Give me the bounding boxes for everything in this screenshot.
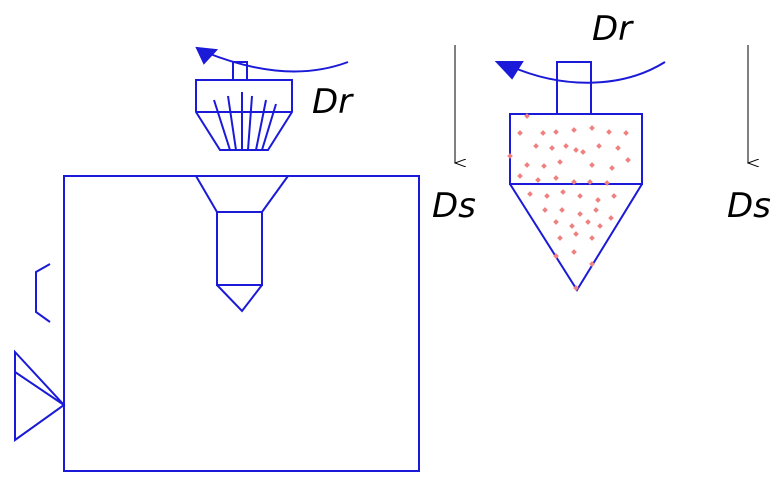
drill-point (216, 284, 263, 313)
cutting-dot (577, 193, 583, 199)
cutting-dot (587, 179, 593, 185)
cutting-dot (553, 129, 559, 135)
tool-cone-right (509, 183, 643, 292)
cutting-dot (541, 163, 547, 169)
cutting-dot (589, 235, 595, 241)
label-rotation-left: Dr (312, 82, 354, 122)
cutting-dot (533, 143, 539, 149)
cutting-dot (553, 219, 559, 225)
cutting-dot (544, 193, 550, 199)
cutting-dot (553, 253, 559, 259)
label-rotation-right: Dr (592, 9, 634, 49)
tool-body-left (195, 79, 293, 151)
cutting-dot (580, 149, 586, 155)
cutting-dot (542, 207, 548, 213)
cutting-dot (571, 249, 577, 255)
cutting-dot (540, 130, 546, 136)
cutting-dot (585, 219, 591, 225)
cutting-dot (625, 157, 631, 163)
cutting-dot (608, 215, 614, 221)
feed-arrows (455, 45, 748, 163)
rotation-arrow-right (509, 61, 666, 84)
tool-body-right (509, 113, 643, 185)
cutting-dot (560, 189, 566, 195)
cutting-dot (507, 153, 513, 159)
cutting-dot (571, 127, 577, 133)
cutting-dot (571, 179, 577, 185)
cutting-dot (573, 285, 579, 291)
cutting-dot (557, 235, 563, 241)
support-triangle (14, 349, 66, 442)
label-feed-left: Ds (432, 186, 476, 226)
cutting-dot (517, 173, 523, 179)
countersink-cone (195, 175, 289, 213)
left-assembly (14, 46, 420, 472)
cutting-dot (573, 147, 579, 153)
cutting-dot (589, 162, 595, 168)
rotation-arrow-left (204, 51, 349, 73)
cutting-dot (524, 162, 530, 168)
arrowhead-right (494, 61, 524, 80)
cutting-dot (535, 177, 541, 183)
cutting-dot (569, 223, 575, 229)
right-assembly (494, 61, 666, 292)
cutting-dot (577, 211, 583, 217)
cutting-dot (557, 159, 563, 165)
cutting-dot (573, 231, 579, 237)
cutting-dot (549, 145, 555, 151)
cutting-dot (595, 197, 601, 203)
cutting-dot (593, 207, 599, 213)
cutting-dot (604, 180, 610, 186)
cutting-dot (597, 223, 603, 229)
cutting-dot (596, 143, 602, 149)
cutting-dot (589, 125, 595, 131)
cutting-dot (611, 193, 617, 199)
cutting-dot (623, 130, 629, 136)
cutting-dot (563, 143, 569, 149)
label-feed-right: Ds (727, 186, 771, 226)
tool-flutes-left (213, 92, 277, 151)
cutting-dot (524, 113, 530, 119)
cutting-dot (609, 165, 615, 171)
tool-shank-right (556, 61, 592, 115)
cutting-dot (559, 207, 565, 213)
drilled-hole (216, 211, 263, 286)
cutting-dot (527, 191, 533, 197)
arrowhead-left (195, 46, 219, 65)
workpiece (63, 175, 420, 472)
cutting-dot (553, 175, 559, 181)
cutting-dot (517, 130, 523, 136)
cutting-dot (589, 261, 595, 267)
cutting-dot (606, 129, 612, 135)
clamp (35, 263, 51, 323)
cutting-dot (615, 145, 621, 151)
cutting-zone-dots (507, 113, 631, 291)
